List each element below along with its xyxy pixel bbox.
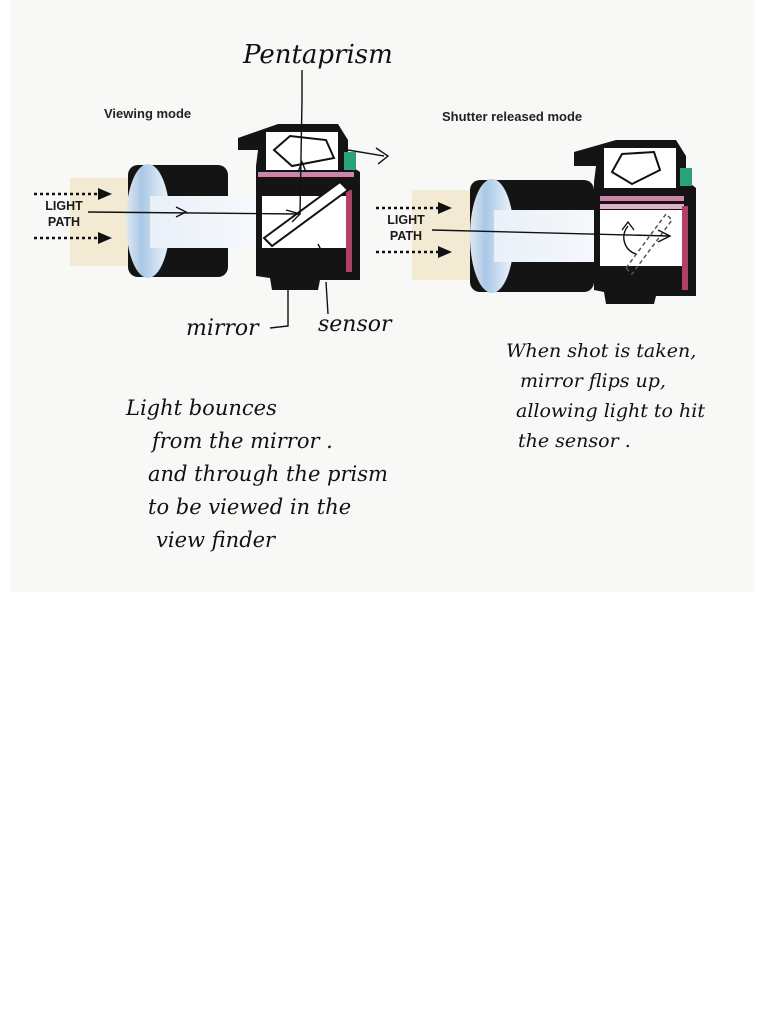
shutter-mode-label: Shutter released mode <box>442 109 583 124</box>
note-left-line: and through the prism <box>148 462 388 486</box>
light-path-label-line1: LIGHT <box>45 199 83 213</box>
viewfinder-eyepiece <box>344 152 356 170</box>
note-right-line: mirror flips up, <box>520 370 666 392</box>
light-arrows-right <box>376 206 440 254</box>
light-path-label-line2: PATH <box>389 229 423 243</box>
light-path-label-line1: LIGHT <box>387 213 425 227</box>
flipped-mirror <box>600 204 684 209</box>
light-ray-left <box>87 70 390 223</box>
pentaprism-label: Pentaprism <box>243 40 393 70</box>
sensor-line <box>682 206 688 290</box>
sensor-label: sensor <box>318 312 392 337</box>
note-right-line: allowing light to hit <box>516 400 705 422</box>
light-path-label-line2: PATH <box>47 215 81 229</box>
pentaprism-shape <box>272 134 336 168</box>
mirror-shape <box>262 180 350 248</box>
viewing-mode-label: Viewing mode <box>104 106 192 121</box>
focus-screen <box>258 172 354 177</box>
light-ray-right <box>431 220 672 255</box>
note-left: Light bounces from the mirror . and thro… <box>126 392 388 557</box>
mirror-label: mirror <box>186 316 259 341</box>
note-left-line: view finder <box>156 528 276 552</box>
viewfinder-eyepiece <box>680 168 692 186</box>
lens-glass <box>470 179 514 293</box>
shutter-camera <box>412 140 696 304</box>
focus-screen <box>600 196 684 201</box>
mirror-old-position <box>625 212 673 276</box>
light-arrows-left <box>34 192 100 240</box>
note-right: When shot is taken, mirror flips up, all… <box>506 336 705 456</box>
note-left-line: to be viewed in the <box>148 495 352 519</box>
prism-housing <box>604 148 676 188</box>
note-right-line: the sensor . <box>518 430 631 452</box>
note-right-line: When shot is taken, <box>506 340 697 362</box>
note-left-line: Light bounces <box>126 396 277 420</box>
light-path-label-right: LIGHT PATH <box>382 212 430 244</box>
camera-diagram <box>34 70 696 329</box>
viewing-camera <box>70 124 360 290</box>
callout-lines <box>269 243 329 329</box>
pentaprism-shape <box>610 150 662 186</box>
sensor-line <box>346 190 352 272</box>
lens-glass <box>126 164 170 278</box>
note-left-line: from the mirror . <box>152 429 333 453</box>
light-path-label-left: LIGHT PATH <box>40 198 88 230</box>
